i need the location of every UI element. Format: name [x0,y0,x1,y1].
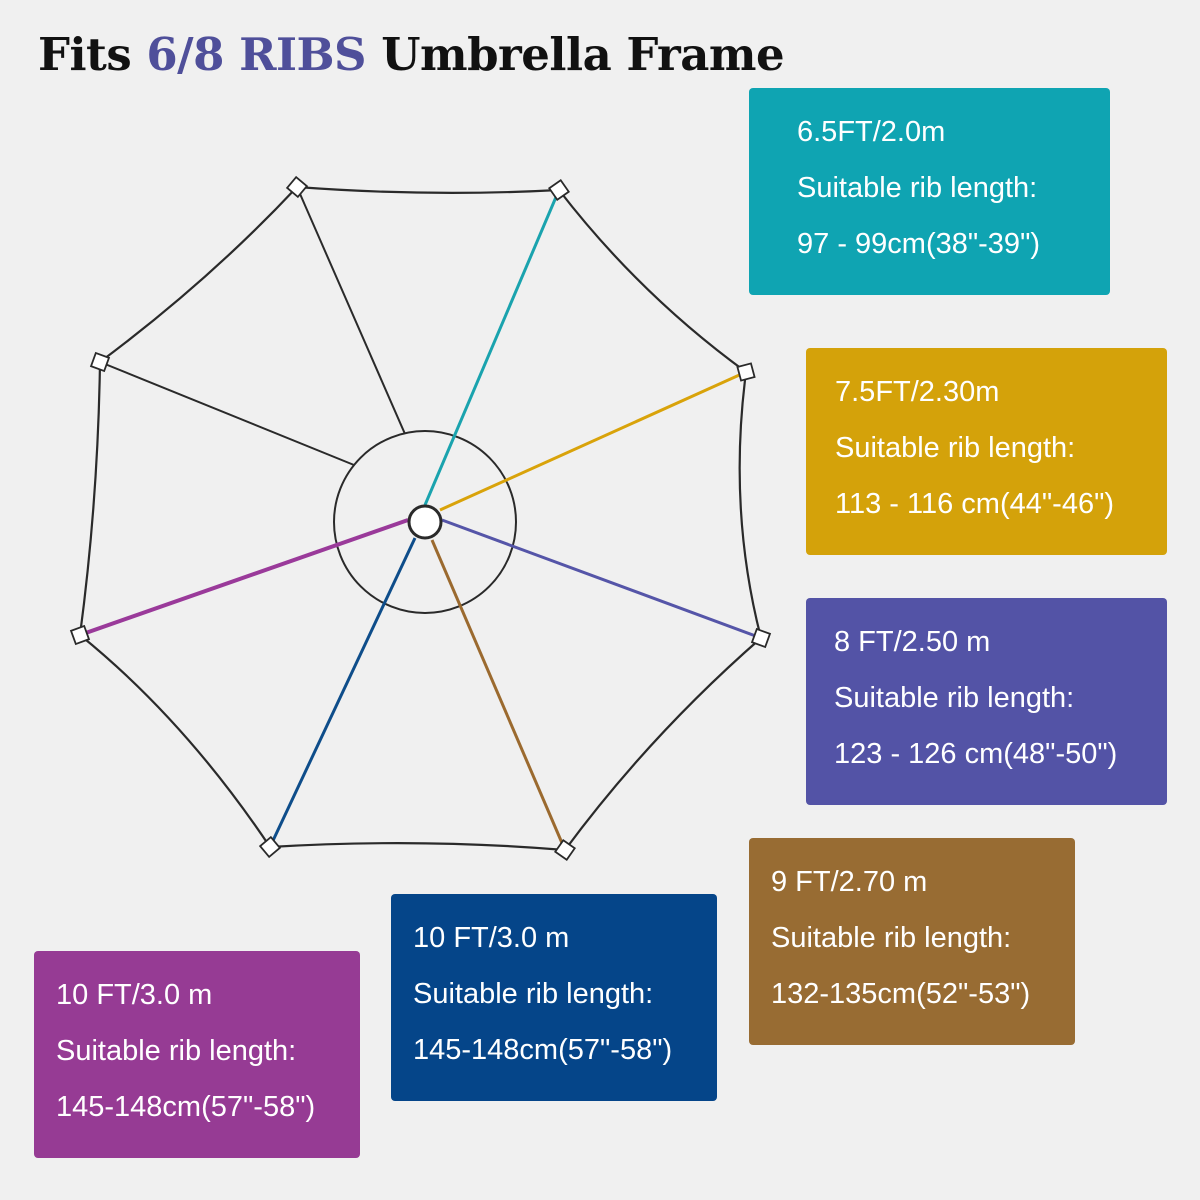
rib-length-range: 145-148cm(57"-58") [56,1091,316,1123]
title-highlight: 6/8 RIBS [146,28,367,81]
rib-tip-cap [750,627,772,649]
page-title: Fits 6/8 RIBS Umbrella Frame [38,28,785,81]
spec-box-magenta: 10 FT/3.0 m Suitable rib length: 145-148… [34,951,360,1158]
spec-box-navy: 10 FT/3.0 m Suitable rib length: 145-148… [391,894,717,1101]
rib-length-range: 145-148cm(57"-58") [413,1034,673,1066]
rib-tip-cap [258,835,282,859]
spec-box-purple: 8 FT/2.50 m Suitable rib length: 123 - 1… [806,598,1167,805]
size-label: 6.5FT/2.0m [797,116,946,148]
spec-box-teal: 6.5FT/2.0m Suitable rib length: 97 - 99c… [749,88,1110,295]
size-label: 10 FT/3.0 m [413,922,570,954]
rib-magenta [79,518,409,637]
rib-tip-cap [89,351,111,373]
size-label: 10 FT/3.0 m [56,979,213,1011]
rib-tip-cap [736,362,756,382]
title-suffix: Umbrella Frame [366,28,785,81]
title-prefix: Fits [38,28,147,81]
rib-tip-cap [285,175,309,199]
rib-length-range: 97 - 99cm(38"-39") [797,228,1041,260]
spec-box-brown: 9 FT/2.70 m Suitable rib length: 132-135… [749,838,1075,1045]
rib-length-label: Suitable rib length: [797,172,1038,204]
size-label: 9 FT/2.70 m [771,866,928,898]
center-pole [407,504,443,540]
rib-length-label: Suitable rib length: [835,432,1076,464]
rib-tip-cap [553,838,577,862]
rib-length-range: 113 - 116 cm(44"-46") [835,488,1115,520]
rib-black-left [99,361,355,466]
spec-box-yellow: 7.5FT/2.30m Suitable rib length: 113 - 1… [806,348,1167,555]
rib-tip-cap [69,624,91,646]
rib-black-top [296,186,406,435]
rib-brown [430,539,567,851]
rib-yellow [439,370,747,512]
size-label: 8 FT/2.50 m [834,626,991,658]
rib-tip-cap [547,178,571,202]
rib-length-range: 132-135cm(52"-53") [771,978,1031,1010]
rib-length-label: Suitable rib length: [413,978,654,1010]
rib-length-label: Suitable rib length: [56,1035,297,1067]
size-label: 7.5FT/2.30m [835,376,1000,408]
rib-length-label: Suitable rib length: [771,922,1012,954]
rib-length-range: 123 - 126 cm(48"-50") [834,738,1118,770]
hub-ring [333,430,517,614]
rib-navy [268,537,417,848]
rib-length-label: Suitable rib length: [834,682,1075,714]
rib-purple [441,518,762,640]
rib-teal [423,189,561,506]
